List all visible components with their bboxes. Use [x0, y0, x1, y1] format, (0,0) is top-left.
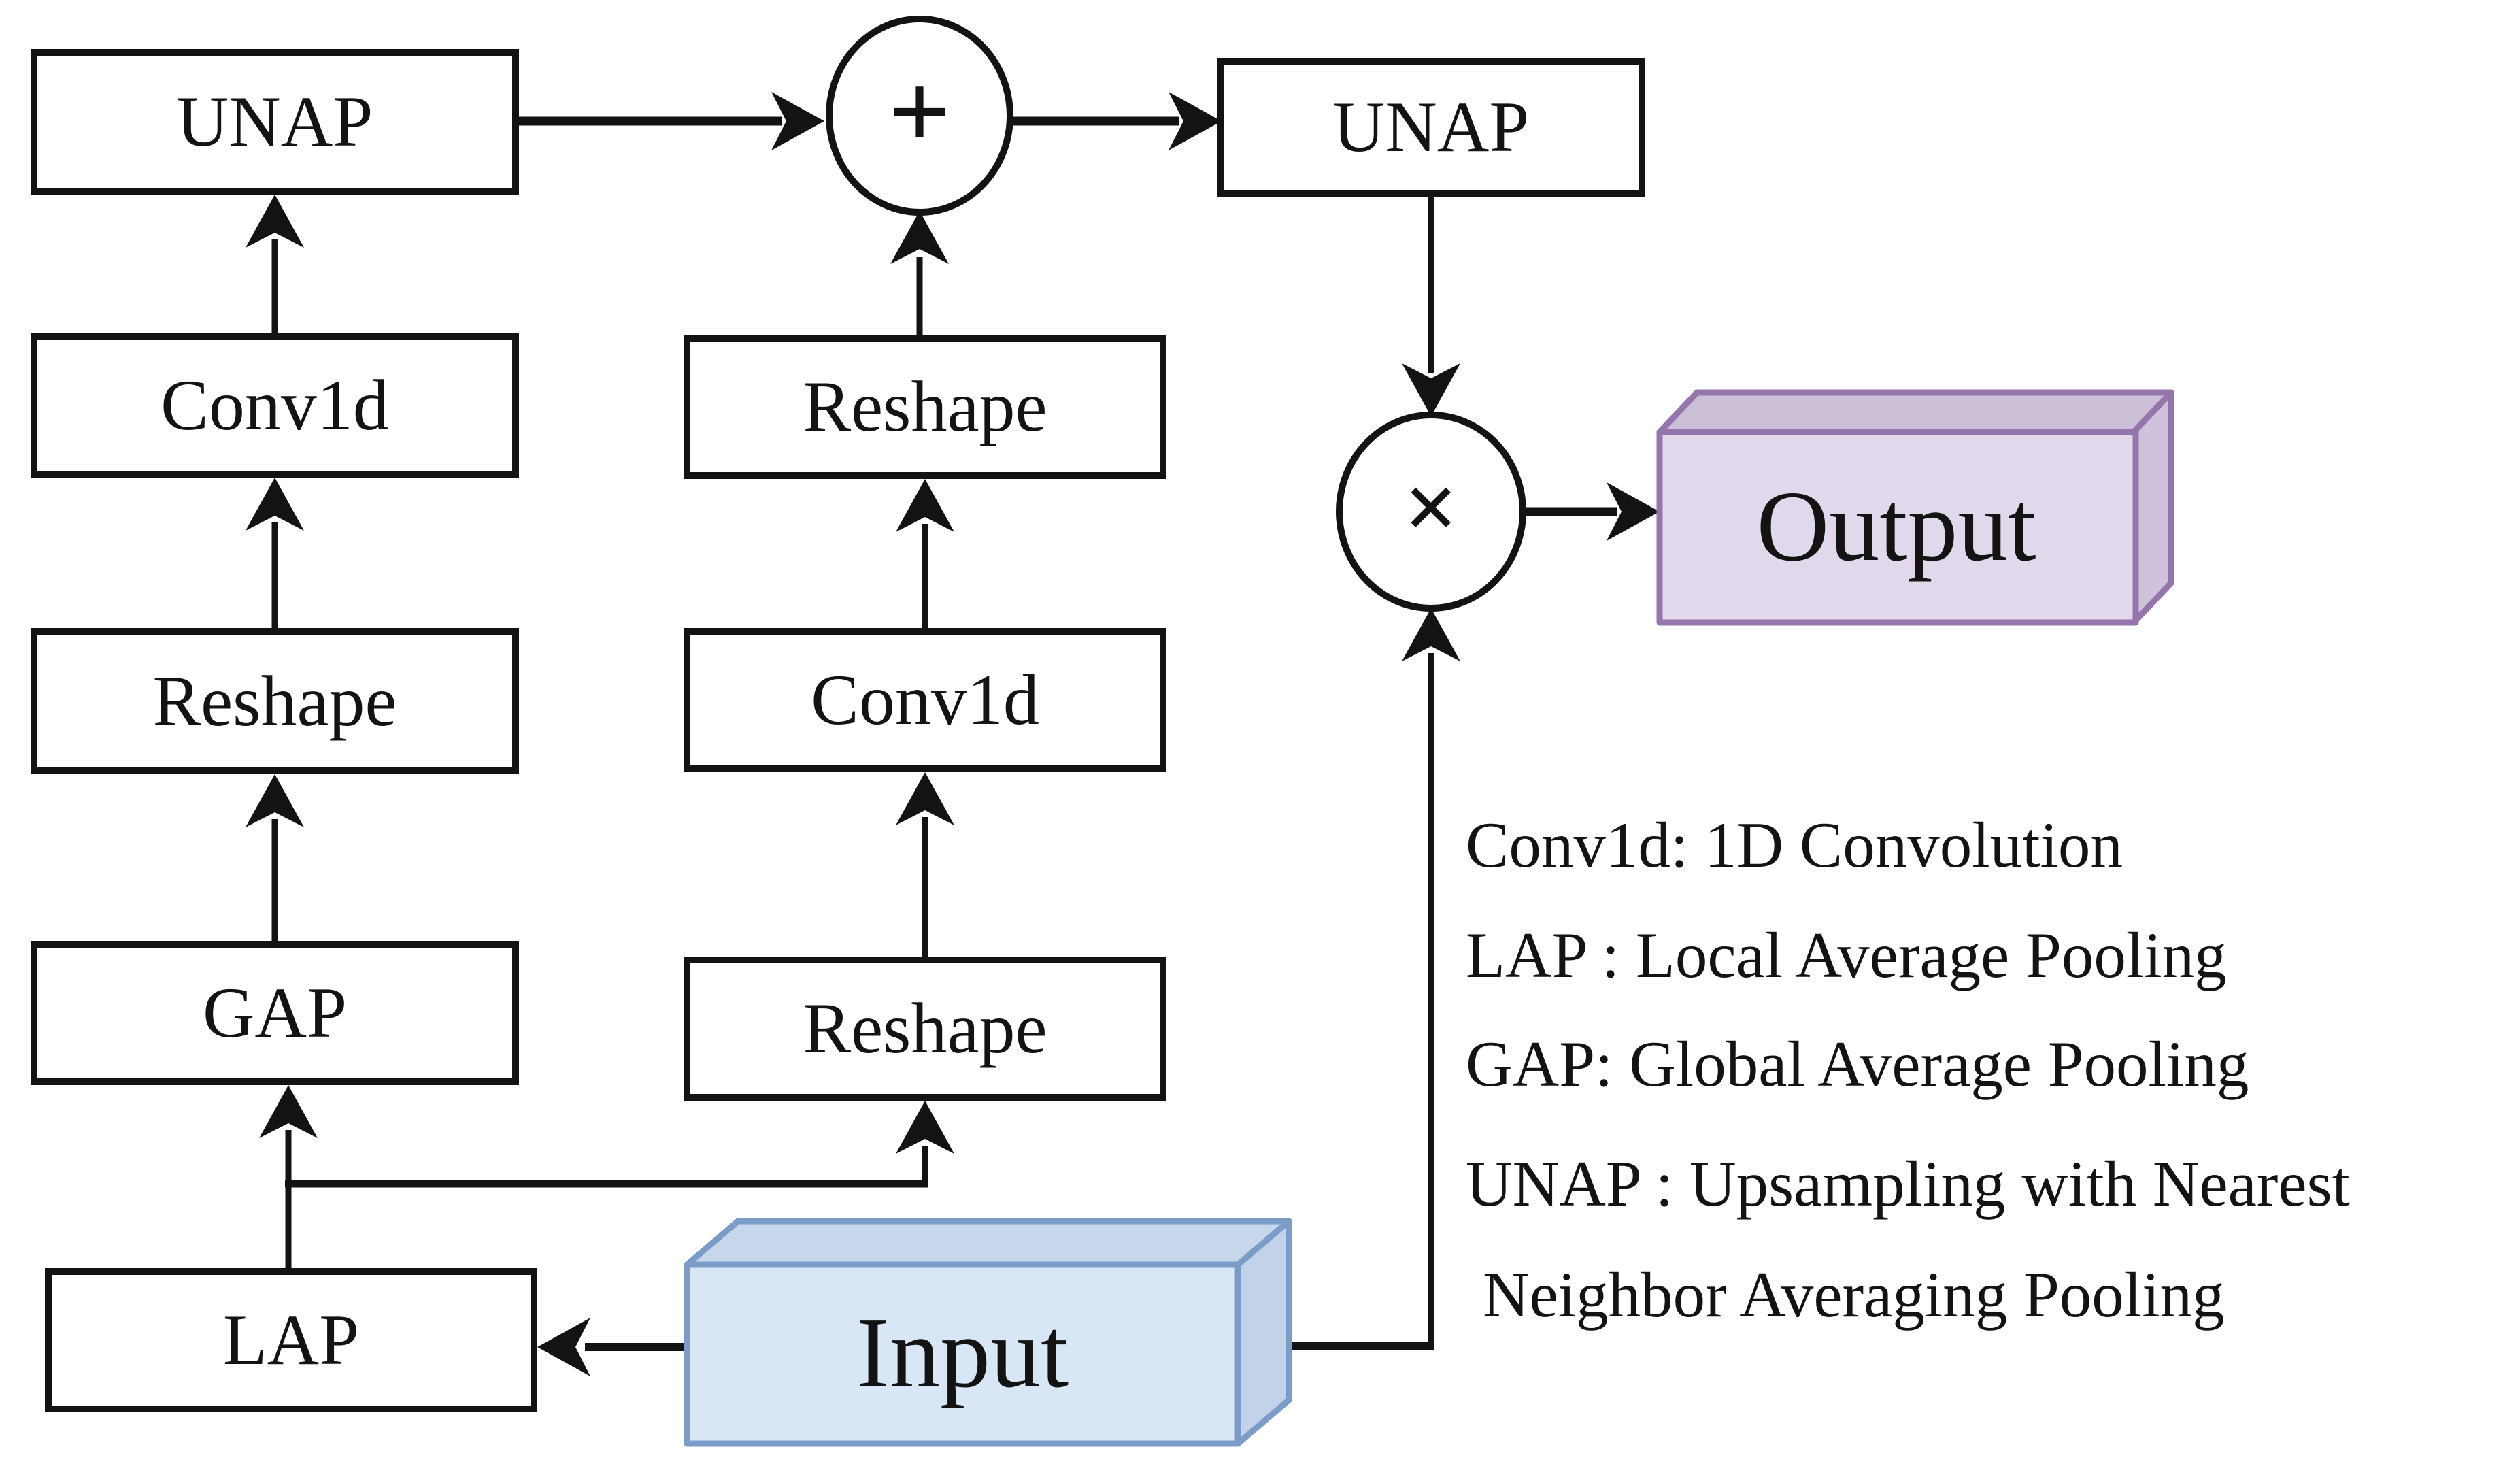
- arrowhead-right-icon: [1169, 92, 1222, 150]
- input-block-side-face: [1234, 1218, 1292, 1447]
- arrowhead-left-icon: [537, 1318, 590, 1376]
- reshape-mid-bottom-box: Reshape: [684, 957, 1166, 1101]
- legend-line-unap-cont: Neighbor Averaging Pooling: [1483, 1259, 2225, 1331]
- legend-line-conv1d: Conv1d: 1D Convolution: [1466, 809, 2123, 881]
- multiply-circle: [1336, 412, 1526, 612]
- arrowhead-down-icon: [1402, 363, 1460, 416]
- input-block-front-face: [684, 1261, 1241, 1447]
- unap-right-box: UNAP: [1217, 58, 1645, 197]
- reshape-mid-top-box: Reshape: [684, 335, 1166, 479]
- input-label: Input: [856, 1297, 1069, 1410]
- output-block-top-face: [1656, 389, 2174, 435]
- output-label: Output: [1756, 471, 2036, 583]
- arrowhead-up-icon: [1402, 608, 1460, 661]
- arrowhead-up-icon: [896, 1101, 954, 1154]
- gap-box: GAP: [31, 941, 519, 1085]
- output-block: [1656, 389, 2174, 626]
- legend-line-lap: LAP : Local Average Pooling: [1466, 919, 2227, 991]
- input-block-top-face: [684, 1218, 1292, 1268]
- input-block: [684, 1218, 1292, 1447]
- arrowhead-up-icon: [896, 479, 954, 532]
- conv1d-mid-box: Conv1d: [684, 628, 1166, 772]
- legend-line-unap: UNAP : Upsampling with Nearest: [1466, 1148, 2350, 1220]
- arrowhead-up-icon: [246, 774, 304, 827]
- lap-box: LAP: [45, 1268, 537, 1412]
- output-block-front-face: [1656, 429, 2139, 626]
- arrowhead-up-icon: [246, 195, 304, 248]
- output-block-side-face: [2130, 389, 2174, 626]
- arrowhead-up-icon: [246, 478, 304, 531]
- legend-line-gap: GAP: Global Average Pooling: [1466, 1028, 2249, 1100]
- unap-left-box: UNAP: [31, 49, 519, 195]
- reshape-left-box: Reshape: [31, 628, 519, 774]
- arrowhead-up-icon: [259, 1085, 318, 1138]
- conv1d-left-box: Conv1d: [31, 333, 519, 478]
- add-circle: [826, 16, 1013, 216]
- plus-operator: +: [888, 50, 951, 172]
- multiply-operator: ×: [1404, 454, 1458, 561]
- arrowhead-right-icon: [1607, 482, 1660, 541]
- arrowhead-right-icon: [771, 92, 824, 150]
- arrowhead-up-icon: [896, 772, 954, 825]
- arrowhead-up-icon: [890, 211, 949, 264]
